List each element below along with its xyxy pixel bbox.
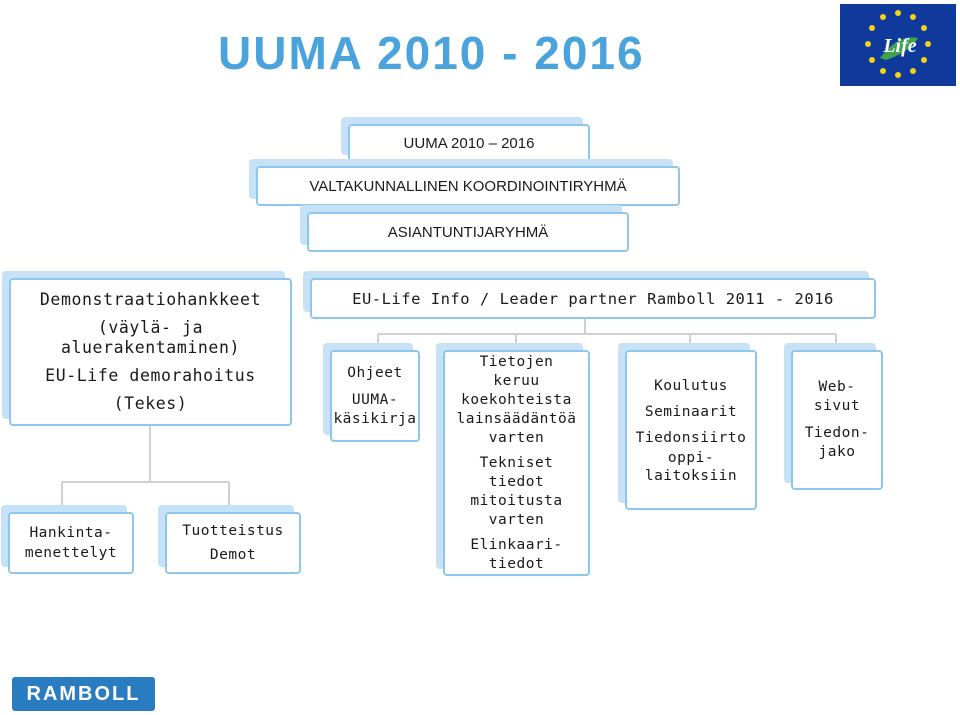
training-line-5: laitoksiin [644,468,738,484]
eu-life-info-label: EU-Life Info / Leader partner Ramboll 20… [352,289,834,308]
eu-life-info-box: EU-Life Info / Leader partner Ramboll 20… [310,278,876,319]
website-box: Web- sivut Tiedon- jako [791,350,883,490]
procurement-line-2: menettelyt [24,545,118,561]
data-collection-box: Tietojen keruu koekohteista lainsäädäntö… [443,350,590,576]
uuma-period-label: UUMA 2010 – 2016 [403,134,535,152]
data-collection-line-9: varten [488,511,545,528]
eu-life-logo: Life [840,4,956,86]
demo-line-5: (Tekes) [113,394,188,413]
eu-life-logo-text: Life [882,35,916,57]
data-collection-line-3: koekohteista [461,391,572,408]
expert-group-label: ASIANTUNTIJARYHMÄ [387,223,549,241]
data-collection-line-11: tiedot [488,555,545,572]
demonstration-projects-box: Demonstraatiohankkeet (väylä- ja aluerak… [9,278,292,426]
national-coordination-group-label: VALTAKUNNALLINEN KOORDINOINTIRYHMÄ [309,177,627,195]
demo-line-3: aluerakentaminen) [60,338,241,357]
guidelines-line-2: UUMA- [351,391,399,408]
page-title: UUMA 2010 - 2016 [218,27,645,79]
demo-line-1: Demonstraatiohankkeet [39,290,262,309]
training-box: Koulutus Seminaarit Tiedonsiirto oppi- l… [625,350,757,510]
training-line-2: Seminaarit [644,404,738,420]
expert-group-box: ASIANTUNTIJARYHMÄ [307,212,629,252]
training-line-3: Tiedonsiirto [635,430,747,446]
data-collection-line-7: tiedot [488,473,545,490]
productization-line-2: Demot [209,547,257,563]
website-line-2: sivut [813,398,861,414]
national-coordination-group-box: VALTAKUNNALLINEN KOORDINOINTIRYHMÄ [256,166,680,206]
demo-line-2: (väylä- ja [97,318,204,337]
data-collection-line-8: mitoitusta [470,492,563,509]
productization-box: Tuotteistus Demot [165,512,301,574]
website-line-1: Web- [818,379,856,395]
guidelines-box: Ohjeet UUMA- käsikirja [330,350,420,442]
uuma-period-box: UUMA 2010 – 2016 [348,124,590,162]
procurement-line-1: Hankinta- [29,525,113,541]
data-collection-line-4: lainsäädäntöä [456,410,577,427]
data-collection-line-10: Elinkaari- [470,536,563,553]
website-line-3: Tiedon- [804,425,870,441]
website-line-4: jako [818,444,856,460]
guidelines-line-1: Ohjeet [347,364,403,381]
data-collection-line-2: keruu [493,372,540,389]
data-collection-line-5: varten [488,429,545,446]
ramboll-logo: RAMBOLL [12,677,155,711]
data-collection-line-1: Tietojen [479,353,554,370]
productization-line-1: Tuotteistus [182,523,284,539]
training-line-1: Koulutus [654,378,728,394]
data-collection-line-6: Tekniset [479,454,554,471]
eu-stars-icon: Life [840,4,956,86]
procurement-box: Hankinta- menettelyt [8,512,134,574]
demo-line-4: EU-Life demorahoitus [45,366,256,385]
guidelines-line-3: käsikirja [333,410,417,427]
ramboll-logo-text: RAMBOLL [26,682,141,705]
training-line-4: oppi- [667,450,715,466]
